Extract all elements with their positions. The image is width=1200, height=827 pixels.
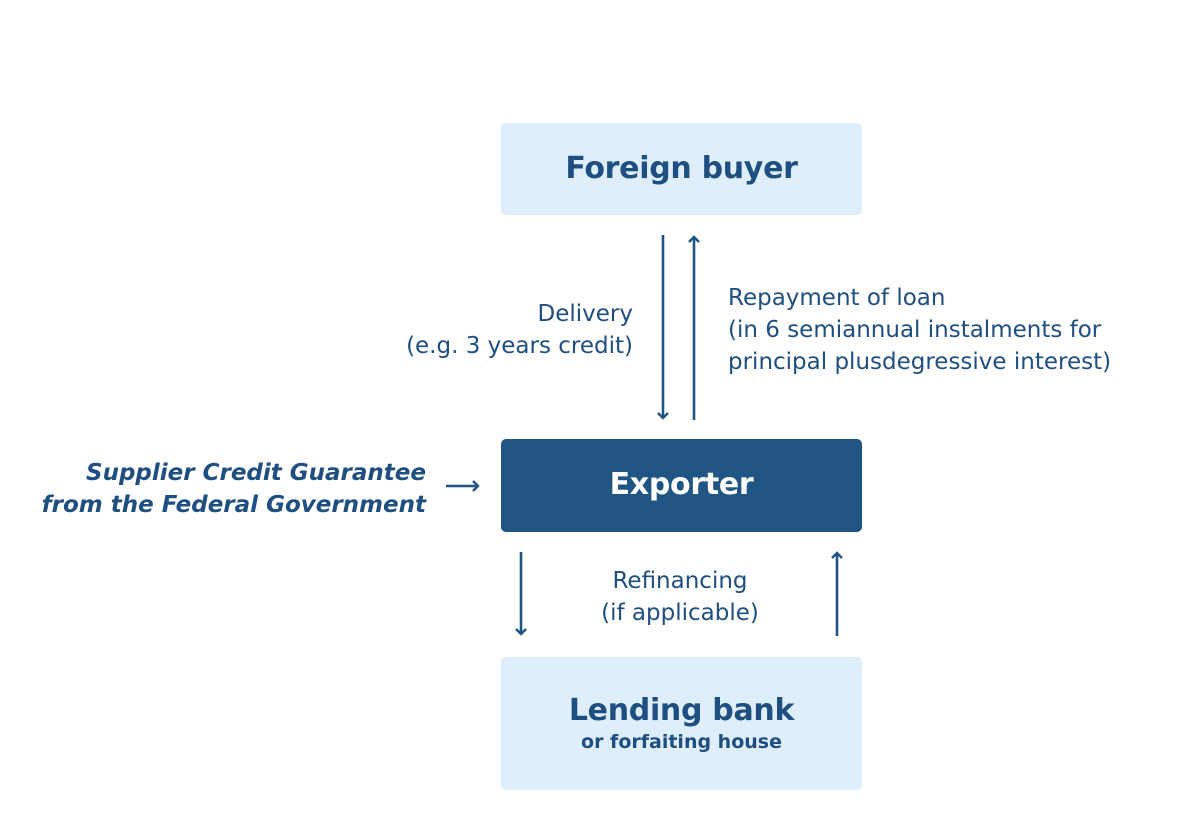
- guarantee-label: Supplier Credit Guarantee from the Feder…: [41, 460, 426, 518]
- delivery-label: Delivery (e.g. 3 years credit): [406, 301, 633, 359]
- foreign-buyer-node: Foreign buyer: [501, 123, 862, 215]
- repayment-label: Repayment of loan (in 6 semiannual insta…: [728, 285, 1112, 375]
- exporter-title: Exporter: [609, 467, 754, 503]
- lending-bank-subtitle: or forfaiting house: [581, 730, 782, 753]
- refinancing-label: Refinancing (if applicable): [601, 568, 759, 626]
- exporter-node: Exporter: [501, 439, 862, 532]
- lending-bank-node: Lending bank or forfaiting house: [501, 657, 862, 790]
- lending-bank-title: Lending bank: [568, 693, 795, 729]
- foreign-buyer-title: Foreign buyer: [565, 150, 798, 186]
